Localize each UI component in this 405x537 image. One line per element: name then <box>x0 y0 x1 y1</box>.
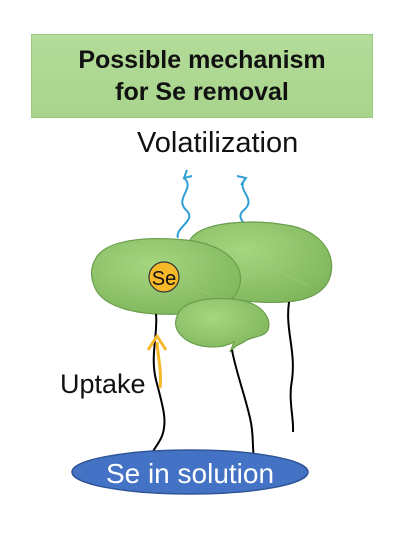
se-atom-label: Se <box>152 268 176 290</box>
root-left <box>150 313 166 459</box>
volatilization-wave-left <box>176 169 193 239</box>
title-line-2: for Se removal <box>115 78 289 106</box>
se-atom-circle <box>148 261 180 293</box>
volatilization-label: Volatilization <box>137 127 299 159</box>
solution-ellipse <box>71 449 309 495</box>
uptake-arrow-head <box>146 334 168 351</box>
uptake-label: Uptake <box>60 369 146 399</box>
solution-label: Se in solution <box>106 458 274 489</box>
title-box: Possible mechanism for Se removal <box>31 34 373 118</box>
root-middle <box>231 349 255 459</box>
leaf-front-small <box>174 297 270 353</box>
root-right <box>287 301 295 433</box>
title-line-1: Possible mechanism <box>78 46 326 74</box>
uptake-arrow <box>155 341 163 389</box>
